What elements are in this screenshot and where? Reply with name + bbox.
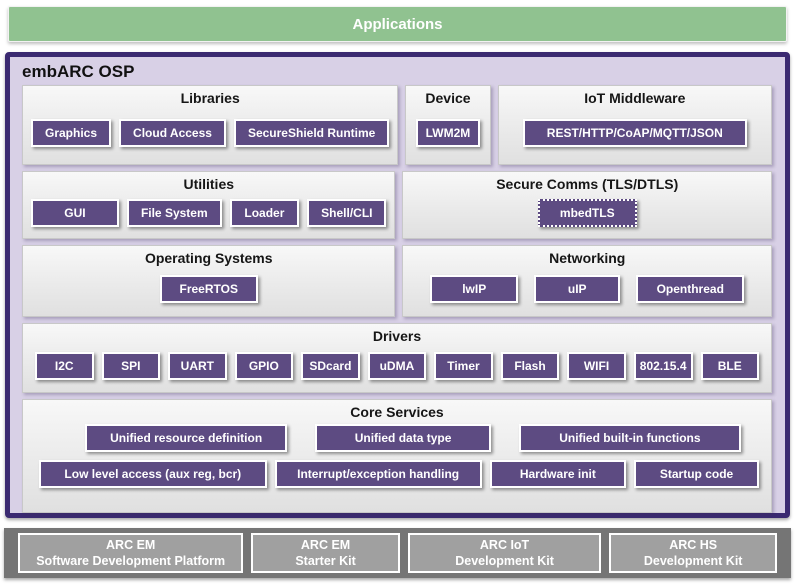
chip-flash: Flash — [500, 352, 560, 380]
hardware-kits-bar: ARC EM Software Development Platform ARC… — [4, 528, 791, 578]
chip-uart: UART — [168, 352, 227, 380]
chip-startup-code: Startup code — [634, 460, 759, 488]
chip-i2c: I2C — [35, 352, 94, 380]
kit-arc-em-software-development-platform: ARC EM Software Development Platform — [18, 533, 244, 573]
chip-rest-http-coap-mqtt-json: REST/HTTP/CoAP/MQTT/JSON — [522, 119, 747, 147]
drivers-chips: I2C SPI UART GPIO SDcard uDMA Timer Flas… — [23, 346, 771, 392]
chip-secureshield-runtime: SecureShield Runtime — [233, 119, 390, 147]
secure-comms-title: Secure Comms (TLS/DTLS) — [496, 176, 679, 192]
section-iot-middleware: IoT Middleware REST/HTTP/CoAP/MQTT/JSON — [497, 85, 772, 165]
chip-interrupt-exception-handling: Interrupt/exception handling — [274, 460, 482, 488]
chip-openthread: Openthread — [636, 275, 745, 303]
operating-systems-chips: FreeRTOS — [23, 268, 394, 316]
section-secure-comms: Secure Comms (TLS/DTLS) mbedTLS — [402, 171, 772, 239]
chip-graphics: Graphics — [31, 119, 112, 147]
networking-title: Networking — [549, 250, 626, 266]
chip-lwm2m: LWM2M — [415, 119, 481, 147]
chip-timer: Timer — [434, 352, 493, 380]
chip-loader: Loader — [229, 199, 300, 227]
core-services-title: Core Services — [350, 404, 444, 420]
libraries-chips: Graphics Cloud Access SecureShield Runti… — [23, 108, 397, 164]
core-services-row-2: Low level access (aux reg, bcr) Interrup… — [39, 460, 759, 488]
row-libraries-device-middleware: Libraries Graphics Cloud Access SecureSh… — [22, 85, 772, 165]
section-libraries: Libraries Graphics Cloud Access SecureSh… — [22, 85, 399, 165]
iot-middleware-chips: REST/HTTP/CoAP/MQTT/JSON — [499, 108, 771, 164]
kit-line2: Software Development Platform — [36, 554, 226, 568]
row-utilities-securecomms: Utilities GUI File System Loader Shell/C… — [22, 171, 772, 239]
kit-line1: ARC HS — [669, 537, 718, 552]
chip-cloud-access: Cloud Access — [119, 119, 226, 147]
chip-mbedtls: mbedTLS — [537, 199, 637, 227]
chip-802-15-4: 802.15.4 — [633, 352, 693, 380]
chip-hardware-init: Hardware init — [489, 460, 627, 488]
chip-uip: uIP — [534, 275, 621, 303]
chip-unified-resource-definition: Unified resource definition — [85, 424, 288, 452]
embarc-osp-title: embARC OSP — [22, 62, 135, 81]
chip-ble: BLE — [700, 352, 760, 380]
drivers-title: Drivers — [372, 328, 422, 344]
kit-line2: Starter Kit — [295, 554, 356, 568]
section-core-services: Core Services Unified resource definitio… — [22, 399, 772, 513]
row-drivers: Drivers I2C SPI UART GPIO SDcard uDMA Ti… — [22, 323, 772, 393]
secure-comms-chips: mbedTLS — [403, 194, 771, 238]
operating-systems-title: Operating Systems — [144, 250, 273, 266]
chip-file-system: File System — [126, 199, 222, 227]
kit-line2: Development Kit — [455, 554, 554, 568]
embarc-osp-container: embARC OSP Libraries Graphics Cloud Acce… — [5, 52, 790, 518]
iot-middleware-title: IoT Middleware — [584, 90, 686, 106]
osp-grid: Libraries Graphics Cloud Access SecureSh… — [10, 85, 785, 523]
row-core-services: Core Services Unified resource definitio… — [22, 399, 772, 513]
core-services-row-1: Unified resource definition Unified data… — [85, 424, 741, 452]
section-utilities: Utilities GUI File System Loader Shell/C… — [22, 171, 396, 239]
chip-gpio: GPIO — [234, 352, 294, 380]
chip-lwip: lwIP — [430, 275, 519, 303]
kit-arc-em-starter-kit: ARC EM Starter Kit — [251, 533, 400, 573]
kit-line2: Development Kit — [643, 554, 743, 568]
utilities-title: Utilities — [183, 176, 235, 192]
device-chips: LWM2M — [406, 108, 489, 164]
chip-freertos: FreeRTOS — [159, 275, 258, 303]
section-networking: Networking lwIP uIP Openthread — [402, 245, 772, 317]
section-operating-systems: Operating Systems FreeRTOS — [22, 245, 396, 317]
chip-spi: SPI — [101, 352, 161, 380]
applications-bar: Applications — [8, 6, 787, 42]
chip-unified-built-in-functions: Unified built-in functions — [518, 424, 741, 452]
chip-gui: GUI — [31, 199, 119, 227]
kit-line1: ARC IoT — [479, 537, 530, 552]
chip-shell-cli: Shell/CLI — [307, 199, 387, 227]
utilities-chips: GUI File System Loader Shell/CLI — [23, 194, 394, 238]
section-drivers: Drivers I2C SPI UART GPIO SDcard uDMA Ti… — [22, 323, 772, 393]
core-services-rows: Unified resource definition Unified data… — [23, 422, 771, 512]
kit-line1: ARC EM — [106, 537, 156, 552]
chip-low-level-access: Low level access (aux reg, bcr) — [39, 460, 267, 488]
kit-arc-hs-development-kit: ARC HS Development Kit — [609, 533, 777, 573]
device-title: Device — [425, 90, 471, 106]
kit-line1: ARC EM — [300, 537, 351, 552]
kit-arc-iot-development-kit: ARC IoT Development Kit — [407, 533, 602, 573]
chip-unified-data-type: Unified data type — [315, 424, 491, 452]
libraries-title: Libraries — [180, 90, 240, 106]
chip-sdcard: SDcard — [301, 352, 360, 380]
networking-chips: lwIP uIP Openthread — [403, 268, 771, 316]
section-device: Device LWM2M — [405, 85, 491, 165]
chip-udma: uDMA — [367, 352, 427, 380]
chip-wifi: WIFI — [567, 352, 626, 380]
row-os-networking: Operating Systems FreeRTOS Networking lw… — [22, 245, 772, 317]
